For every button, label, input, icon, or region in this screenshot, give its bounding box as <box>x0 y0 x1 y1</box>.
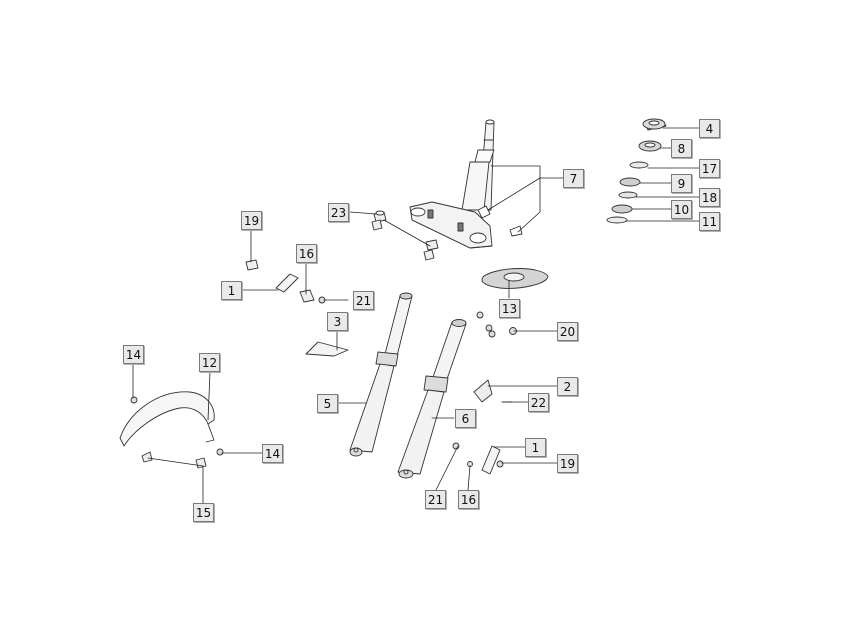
callout-label-13[interactable]: 13 <box>499 299 520 318</box>
callout-label-22[interactable]: 22 <box>528 393 549 412</box>
callout-label-12[interactable]: 12 <box>199 353 220 372</box>
callout-label-14-right[interactable]: 14 <box>262 444 283 463</box>
callout-label-21-top[interactable]: 21 <box>353 291 374 310</box>
callout-label-4[interactable]: 4 <box>699 119 720 138</box>
bracket-2-part <box>473 379 513 403</box>
callout-label-1-bottom[interactable]: 1 <box>525 438 546 457</box>
callout-label-2[interactable]: 2 <box>557 377 578 396</box>
callout-label-11[interactable]: 11 <box>699 212 720 231</box>
reflector-part <box>452 442 504 475</box>
callout-label-18[interactable]: 18 <box>699 188 720 207</box>
bracket-part <box>275 273 326 304</box>
callout-label-15[interactable]: 15 <box>193 503 214 522</box>
callout-label-6[interactable]: 6 <box>455 409 476 428</box>
callout-label-16-top[interactable]: 16 <box>296 244 317 263</box>
steering-stem-part <box>409 119 523 249</box>
callout-label-19-bottom[interactable]: 19 <box>557 454 578 473</box>
callout-label-19-top[interactable]: 19 <box>241 211 262 230</box>
callout-label-10[interactable]: 10 <box>671 200 692 219</box>
callout-label-8[interactable]: 8 <box>671 139 692 158</box>
bottom-cover-part <box>481 268 549 289</box>
callout-label-1-top[interactable]: 1 <box>221 281 242 300</box>
fork-leg-right-part <box>397 319 467 479</box>
callout-label-17[interactable]: 17 <box>699 159 720 178</box>
nut-part <box>476 311 517 338</box>
callout-label-14-top[interactable]: 14 <box>123 345 144 364</box>
bolt-part <box>371 210 439 261</box>
callout-label-20[interactable]: 20 <box>557 322 578 341</box>
clip-part <box>245 259 259 271</box>
callout-label-3[interactable]: 3 <box>327 312 348 331</box>
callout-label-7[interactable]: 7 <box>563 169 584 188</box>
bearing-stack-part <box>606 118 667 224</box>
callout-label-23[interactable]: 23 <box>328 203 349 222</box>
callout-label-16-bottom[interactable]: 16 <box>458 490 479 509</box>
callout-label-5[interactable]: 5 <box>317 394 338 413</box>
callout-label-21-bottom[interactable]: 21 <box>425 490 446 509</box>
leader-lines <box>132 127 700 504</box>
callout-label-9[interactable]: 9 <box>671 174 692 193</box>
brake-hose-guide-part <box>305 341 349 357</box>
front-fender-part <box>119 391 224 469</box>
fork-leg-left-part <box>349 292 413 457</box>
